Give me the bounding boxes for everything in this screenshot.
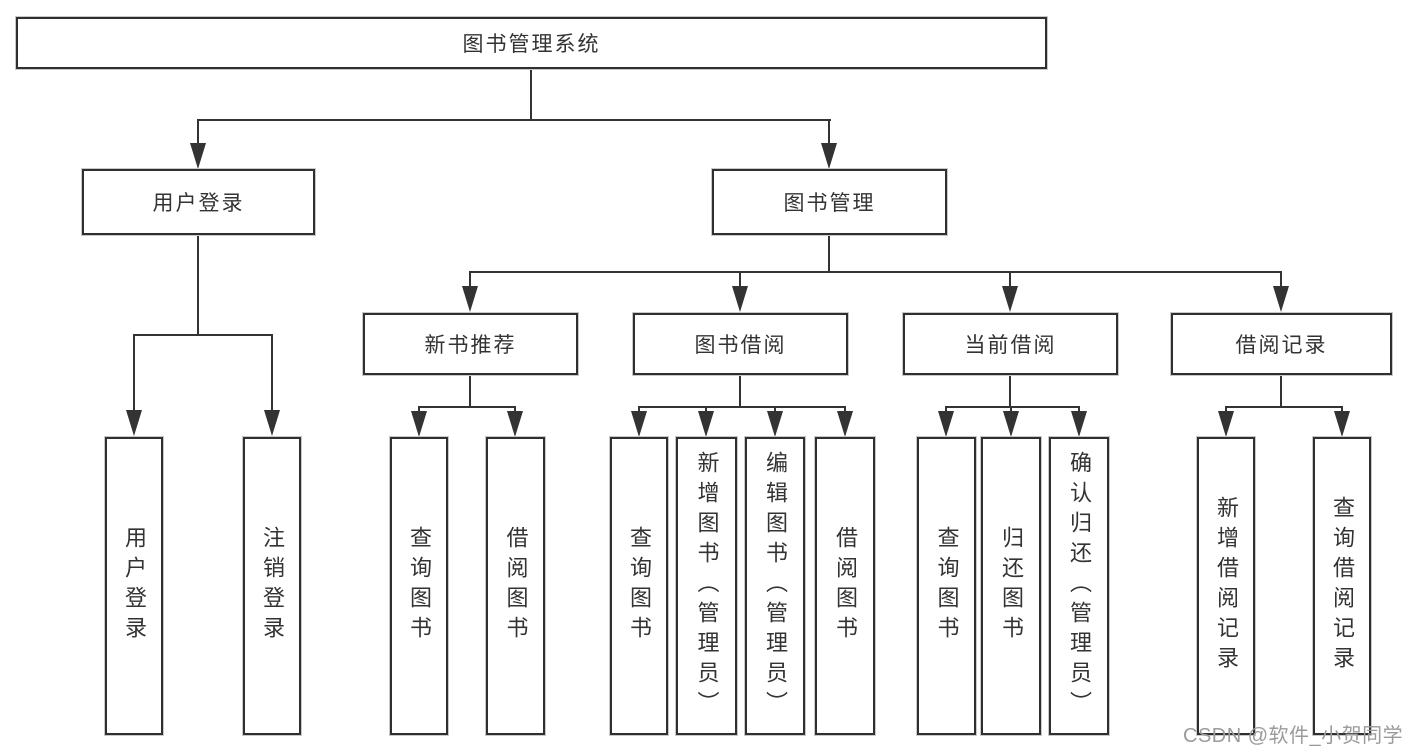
connector-line	[774, 406, 776, 413]
arrow-down-icon	[631, 411, 647, 437]
leaf-node-query-borrow-record: 查询借阅记录	[1313, 437, 1371, 735]
leaf-node-borrow-books-recommend: 借阅图书	[486, 437, 545, 735]
leaf-node-return-books: 归还图书	[981, 437, 1041, 735]
connector-line	[1225, 406, 1227, 413]
root-node-library-management-system: 图书管理系统	[16, 17, 1047, 69]
connector-line	[705, 406, 707, 413]
leaf-node-label: 查询图书	[627, 526, 652, 646]
connector-line	[828, 119, 830, 146]
connector-line	[638, 406, 846, 408]
connector-line	[469, 271, 1282, 273]
connector-line	[739, 375, 741, 408]
leaf-node-label: 借阅图书	[503, 526, 529, 646]
arrow-down-icon	[767, 411, 783, 437]
leaf-node-confirm-return-admin: 确认归还（管理员）	[1049, 437, 1109, 735]
connector-line	[469, 271, 471, 289]
leaf-node-add-borrow-record: 新增借阅记录	[1197, 437, 1255, 735]
arrow-down-icon	[938, 411, 954, 437]
connector-line	[1341, 406, 1343, 413]
connector-line	[1078, 406, 1080, 413]
connector-line	[1009, 271, 1011, 289]
arrow-down-icon	[837, 411, 853, 437]
branch-node-label: 用户登录	[152, 192, 245, 215]
leaf-node-edit-books-admin: 编辑图书（管理员）	[745, 437, 805, 735]
connector-line	[739, 271, 741, 289]
leaf-node-label: 注销登录	[260, 526, 285, 646]
branch-node-label: 图书管理	[783, 192, 876, 215]
connector-line	[271, 334, 273, 412]
branch-node-new-book-recommend: 新书推荐	[363, 313, 578, 375]
connector-line	[197, 119, 831, 121]
arrow-down-icon	[126, 410, 142, 436]
connector-line	[418, 406, 420, 413]
arrow-down-icon	[1071, 411, 1087, 437]
arrow-down-icon	[190, 143, 206, 169]
connector-line	[514, 406, 516, 413]
arrow-down-icon	[1003, 411, 1019, 437]
leaf-node-label: 新增图书（管理员）	[694, 451, 720, 721]
connector-line	[197, 119, 199, 146]
arrow-down-icon	[462, 286, 478, 312]
leaf-node-user-login: 用户登录	[105, 437, 163, 735]
leaf-node-label: 查询图书	[934, 526, 960, 646]
branch-node-label: 当前借阅	[964, 334, 1057, 357]
branch-node-current-borrow: 当前借阅	[903, 313, 1118, 375]
connector-line	[844, 406, 846, 413]
branch-node-book-management: 图书管理	[712, 169, 947, 235]
root-node-label: 图书管理系统	[462, 33, 601, 56]
connector-line	[133, 334, 273, 336]
arrow-down-icon	[1334, 411, 1350, 437]
arrow-down-icon	[1273, 286, 1289, 312]
branch-node-book-borrow: 图书借阅	[633, 313, 848, 375]
branch-node-user-login: 用户登录	[82, 169, 315, 235]
leaf-node-label: 借阅图书	[833, 526, 858, 646]
connector-line	[1225, 406, 1343, 408]
connector-line	[945, 406, 1079, 408]
connector-line	[418, 406, 516, 408]
branch-node-label: 新书推荐	[424, 334, 517, 357]
arrow-down-icon	[698, 411, 714, 437]
connector-line	[1009, 375, 1011, 408]
arrow-down-icon	[1002, 286, 1018, 312]
leaf-node-label: 查询借阅记录	[1330, 496, 1355, 676]
leaf-node-query-books-current: 查询图书	[917, 437, 976, 735]
connector-line	[1280, 271, 1282, 289]
connector-line	[1280, 375, 1282, 408]
leaf-node-borrow-books: 借阅图书	[815, 437, 875, 735]
leaf-node-label: 编辑图书（管理员）	[763, 451, 788, 721]
connector-line	[945, 406, 947, 413]
branch-node-label: 图书借阅	[694, 334, 787, 357]
branch-node-label: 借阅记录	[1235, 334, 1328, 357]
leaf-node-query-books-recommend: 查询图书	[390, 437, 448, 735]
leaf-node-query-books-borrow: 查询图书	[610, 437, 668, 735]
connector-line	[197, 235, 199, 336]
connector-line	[469, 375, 471, 408]
arrow-down-icon	[411, 411, 427, 437]
leaf-node-add-books-admin: 新增图书（管理员）	[676, 437, 737, 735]
leaf-node-label: 查询图书	[407, 526, 432, 646]
watermark-csdn: CSDN @软件_小贺同学	[1183, 725, 1404, 747]
leaf-node-label: 新增借阅记录	[1214, 496, 1239, 676]
arrow-down-icon	[732, 286, 748, 312]
connector-line	[530, 69, 532, 120]
leaf-node-label: 归还图书	[999, 526, 1024, 646]
connector-line	[828, 235, 830, 273]
arrow-down-icon	[507, 411, 523, 437]
connector-line	[1010, 406, 1012, 413]
leaf-node-label: 确认归还（管理员）	[1067, 451, 1092, 721]
arrow-down-icon	[1218, 411, 1234, 437]
connector-line	[638, 406, 640, 413]
branch-node-borrow-records: 借阅记录	[1171, 313, 1392, 375]
connector-line	[133, 334, 135, 412]
leaf-node-label: 用户登录	[122, 526, 147, 646]
arrow-down-icon	[821, 143, 837, 169]
leaf-node-logout: 注销登录	[243, 437, 301, 735]
arrow-down-icon	[264, 410, 280, 436]
